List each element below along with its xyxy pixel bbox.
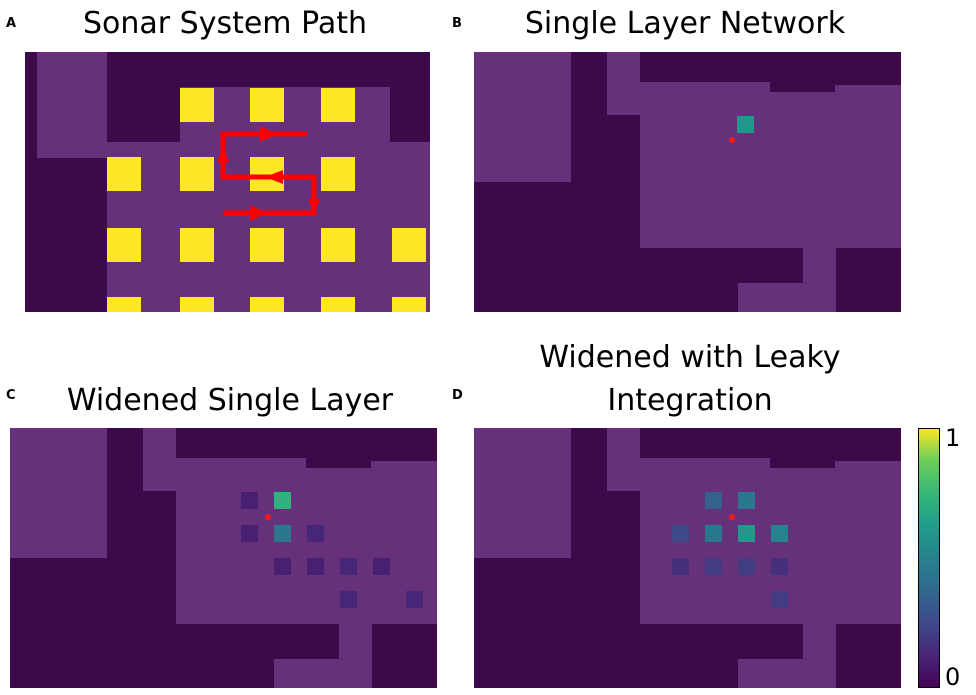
activation-cell — [340, 558, 357, 575]
room-block — [770, 468, 835, 498]
panel-b-letter: B — [452, 16, 462, 31]
path-arrowhead — [217, 147, 229, 162]
panel-d-title-line2: Integration — [607, 383, 773, 418]
activation-cell — [771, 525, 788, 542]
activation-cell — [672, 558, 689, 575]
activation-cell — [705, 558, 722, 575]
room-block — [835, 85, 901, 115]
room-block — [835, 461, 901, 491]
room-block — [306, 468, 371, 498]
path-arrowhead — [308, 199, 320, 213]
activation-cell — [274, 492, 291, 509]
pillar — [180, 88, 214, 122]
room-block — [143, 428, 176, 491]
pillar — [180, 157, 214, 191]
room-block — [176, 491, 437, 624]
pillar — [107, 297, 141, 312]
room-block — [738, 283, 836, 312]
position-dot — [729, 137, 735, 143]
colorbar-min-label: 0 — [945, 663, 961, 691]
activation-cell — [771, 558, 788, 575]
room-block — [339, 624, 372, 659]
pillar — [250, 297, 284, 312]
activation-cell — [738, 558, 755, 575]
activation-cell — [737, 116, 754, 133]
pillar — [250, 88, 284, 122]
room-block — [371, 461, 437, 491]
room-block — [274, 659, 372, 688]
room-block — [474, 52, 571, 182]
path-arrowhead — [260, 126, 277, 142]
room-block — [390, 142, 430, 312]
panel-c-letter: C — [6, 388, 16, 403]
colorbar — [918, 428, 940, 688]
pillar — [180, 297, 214, 312]
panel-a-map — [25, 52, 430, 312]
activation-cell — [672, 525, 689, 542]
panel-d-letter: D — [452, 388, 463, 403]
pillar — [250, 228, 284, 262]
activation-cell — [771, 591, 788, 608]
pillar — [321, 88, 355, 122]
colorbar-gradient — [918, 428, 940, 688]
room-block — [640, 115, 901, 248]
path-arrowhead — [265, 170, 283, 184]
room-block — [37, 52, 107, 158]
pillar — [321, 297, 355, 312]
position-dot — [265, 514, 271, 520]
room-block — [607, 428, 640, 491]
activation-cell — [274, 525, 291, 542]
panel-a-title: Sonar System Path — [83, 6, 367, 41]
activation-cell — [406, 591, 423, 608]
colorbar-max-label: 1 — [945, 424, 961, 452]
room-block — [474, 428, 571, 558]
activation-cell — [340, 591, 357, 608]
pillar — [107, 228, 141, 262]
panel-d-map — [474, 428, 901, 688]
activation-cell — [738, 525, 755, 542]
activation-cell — [307, 558, 324, 575]
pillar — [392, 228, 426, 262]
activation-cell — [705, 525, 722, 542]
room-block — [176, 458, 306, 491]
activation-cell — [241, 525, 258, 542]
room-block — [640, 491, 901, 624]
room-block — [803, 248, 836, 283]
path-arrowhead — [250, 205, 267, 221]
room-block — [770, 92, 835, 122]
pillar — [107, 157, 141, 191]
panel-d-title-line1: Widened with Leaky — [539, 340, 841, 375]
room-block — [640, 458, 770, 491]
panel-c-title: Widened Single Layer — [66, 383, 394, 418]
room-block — [803, 624, 836, 659]
pillar — [321, 157, 355, 191]
panel-a-letter: A — [6, 16, 17, 31]
activation-cell — [241, 492, 258, 509]
activation-cell — [274, 558, 291, 575]
position-dot — [729, 514, 735, 520]
activation-cell — [307, 525, 324, 542]
pillar — [392, 297, 426, 312]
pillar — [321, 228, 355, 262]
panel-b-map — [474, 52, 901, 312]
activation-cell — [373, 558, 390, 575]
room-block — [607, 52, 640, 115]
panel-c-map — [10, 428, 437, 688]
room-block — [640, 82, 770, 115]
activation-cell — [738, 492, 755, 509]
room-block — [738, 659, 836, 688]
panel-b-title: Single Layer Network — [524, 6, 846, 41]
activation-cell — [705, 492, 722, 509]
room-block — [10, 428, 107, 558]
pillar — [180, 228, 214, 262]
